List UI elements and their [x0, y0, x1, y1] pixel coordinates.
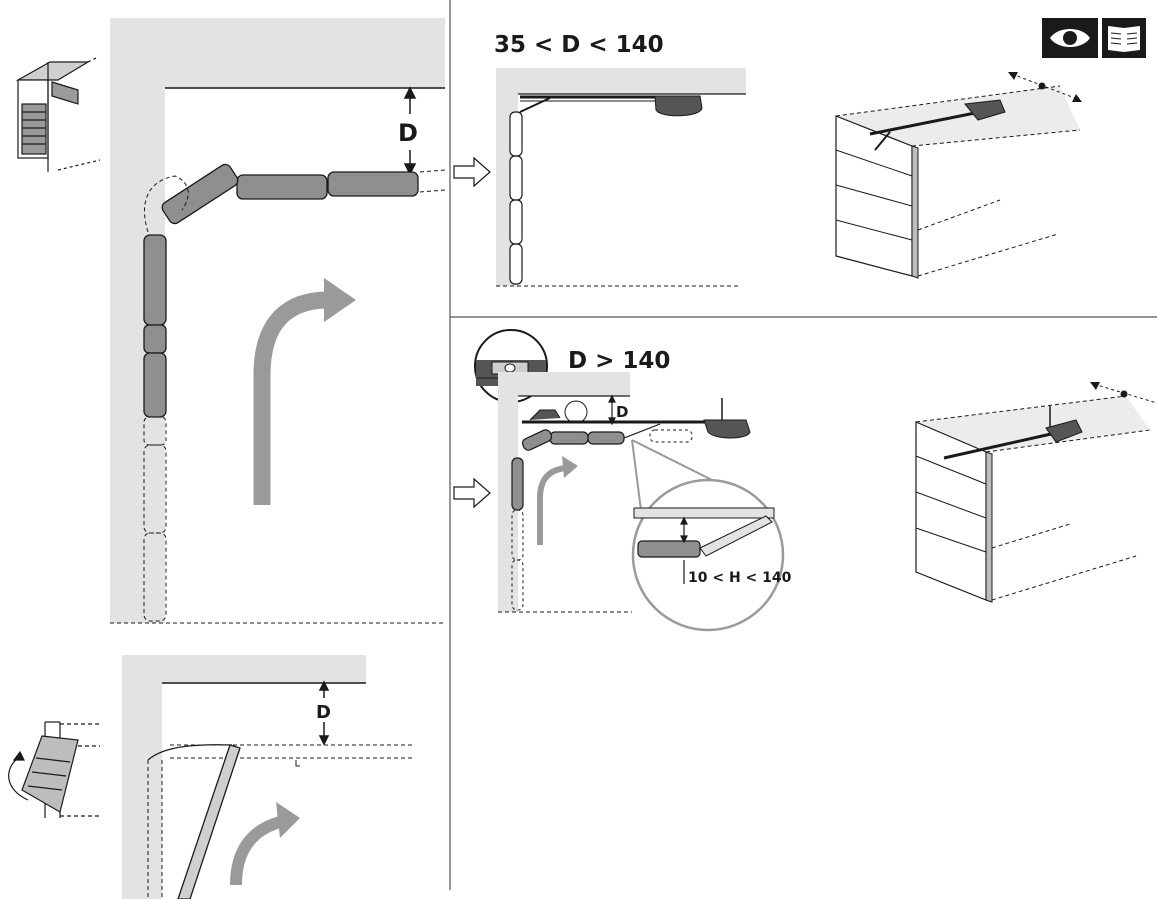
dimension-label-d-mid: D: [616, 403, 628, 421]
manual-book-icon: [1102, 18, 1146, 58]
ghost-panels: [143, 175, 189, 622]
opener-3d-top: [835, 72, 1082, 279]
opener-section-mid: D: [498, 372, 751, 613]
range-label-mid: D > 140: [568, 348, 670, 374]
dimension-label-d-bottom: D: [316, 702, 331, 723]
eye-icon: [1042, 18, 1098, 58]
h-range-label: 10 < H < 140: [688, 570, 792, 586]
sectional-door-section: D: [110, 18, 446, 624]
h-detail-circle: [631, 439, 785, 632]
opener-section-top: [496, 68, 746, 287]
dimension-label-d: D: [398, 119, 418, 147]
ceiling-top: [165, 18, 445, 88]
dimension-d-main: [403, 86, 417, 176]
dimension-d-bottom: [318, 680, 330, 746]
panel-dividers: [449, 0, 1157, 890]
pointer-arrow-mid: [453, 477, 491, 509]
pointer-arrow-top: [453, 156, 491, 188]
range-label-top: 35 < D < 140: [494, 32, 664, 58]
tilt-motion-arrow: [230, 816, 282, 886]
opening-motion-arrow: [253, 291, 329, 505]
opener-3d-mid: [915, 382, 1157, 603]
sectional-door-icon: [15, 57, 101, 172]
tilt-door-leaf: [177, 744, 241, 899]
wall-bottom-left: [122, 655, 162, 899]
tilt-door-section: D: [122, 655, 415, 899]
tilt-door-guides: [147, 744, 415, 899]
ceiling-bottom: [162, 655, 366, 683]
tilt-door-icon: [8, 721, 100, 818]
door-panels: [143, 163, 419, 418]
